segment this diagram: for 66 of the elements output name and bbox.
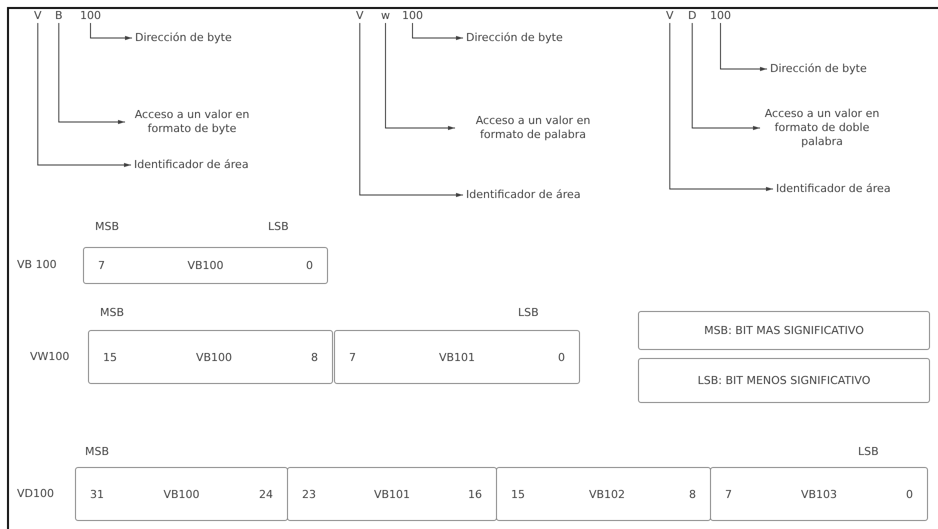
byte-cell (287, 467, 497, 521)
byte-name: VB101 (438, 350, 476, 364)
byte-cell (83, 247, 328, 284)
bit-number: 7 (349, 350, 356, 364)
bit-number: 0 (906, 488, 913, 500)
byte-cell (710, 467, 928, 521)
byte-name: VB100 (187, 259, 224, 272)
bit-number: 15 (511, 488, 525, 500)
byte-cell (334, 330, 580, 384)
address-letter: D (688, 9, 696, 22)
address-letter: 100 (402, 9, 423, 22)
leader-arrow (692, 22, 760, 130)
leader-caption: Dirección de byte (770, 62, 910, 76)
bit-number: 23 (302, 488, 316, 500)
byte-name: VB100 (196, 350, 232, 364)
bit-number: 0 (306, 259, 313, 272)
bit-number: 16 (468, 488, 482, 500)
byte-cell (88, 330, 333, 384)
bit-number: 31 (90, 488, 104, 500)
leader-caption: Acceso a un valor en formato de byte (128, 108, 256, 136)
leader-caption: Identificador de área (134, 158, 284, 172)
note-box: LSB: BIT MENOS SIGNIFICATIVO (638, 358, 930, 403)
bit-order-label: LSB (518, 306, 539, 319)
address-letter: 100 (710, 9, 731, 22)
bit-number: 0 (558, 350, 565, 364)
bit-number: 8 (688, 488, 696, 500)
address-label: VB 100 (17, 258, 57, 271)
address-letter: B (55, 9, 63, 22)
bit-number: 24 (258, 488, 273, 500)
address-letter: w (381, 9, 390, 22)
leader-arrow (720, 22, 768, 72)
bit-order-label: MSB (85, 445, 110, 458)
address-letter: V (356, 9, 364, 22)
note-box: MSB: BIT MAS SIGNIFICATIVO (638, 311, 930, 350)
bit-number: 7 (98, 259, 105, 272)
byte-name: VB100 (163, 488, 200, 500)
bit-number: 15 (103, 350, 117, 364)
bit-order-label: LSB (268, 220, 289, 233)
byte-name: VB102 (588, 488, 626, 500)
bit-order-label: MSB (95, 220, 120, 233)
byte-name: VB101 (374, 488, 410, 500)
bit-order-label: MSB (100, 306, 124, 319)
leader-arrow (359, 22, 464, 198)
leader-caption: Dirección de byte (466, 31, 606, 45)
byte-cell (75, 467, 288, 521)
leader-caption: Acceso a un valor en formato de palabra (458, 114, 608, 142)
byte-cell (496, 467, 711, 521)
leader-caption: Identificador de área (776, 182, 936, 196)
leader-arrow (90, 22, 132, 40)
leader-caption: Identificador de área (466, 188, 626, 202)
leader-arrow (669, 22, 774, 192)
address-letter: V (666, 9, 674, 22)
leader-arrow (385, 22, 456, 130)
address-label: VW100 (30, 350, 70, 363)
leader-caption: Acceso a un valor en formato de doble palabra (763, 107, 881, 149)
bit-number: 8 (310, 350, 318, 364)
address-letter: V (34, 9, 42, 22)
bit-number: 7 (725, 488, 732, 500)
leader-arrow (412, 22, 464, 40)
leader-caption: Dirección de byte (135, 31, 275, 45)
address-letter: 100 (80, 9, 101, 22)
bit-order-label: LSB (858, 445, 879, 458)
address-label: VD100 (17, 487, 54, 500)
leader-arrow (37, 22, 132, 168)
leader-arrow (58, 22, 126, 124)
byte-name: VB103 (800, 488, 838, 500)
